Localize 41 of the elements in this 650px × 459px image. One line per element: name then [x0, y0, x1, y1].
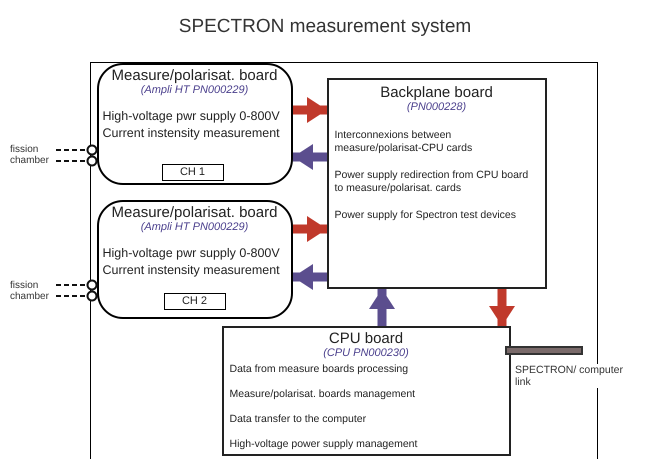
board-title: CPU board [328, 330, 404, 346]
block-arrow [369, 289, 395, 326]
part-number: (Ampli HT PN000229) [140, 220, 250, 232]
connector-line [56, 280, 98, 290]
part-number: (Ampli HT PN000229) [140, 84, 250, 96]
fission-chamber-label: fission chamber [10, 144, 56, 168]
connector-line [56, 144, 98, 156]
block-arrow [293, 97, 327, 123]
part-number: (PN000228) [406, 100, 468, 112]
description-text: High-voltage pwr supply 0-800V [102, 108, 281, 124]
description-text: Power supply for Spectron test devices [334, 208, 518, 222]
channel-label: CH 2 [182, 294, 208, 309]
board-box [326, 78, 546, 288]
description-text: Current instensity measurement [102, 262, 281, 278]
board-box [96, 62, 292, 184]
description-text: Current instensity measurement [102, 124, 281, 142]
diagram-title: SPECTRON measurement system [178, 15, 472, 39]
description-text: High-voltage pwr supply 0-800V [102, 244, 281, 262]
description-text: Measure/polarisat. boards management [230, 388, 416, 400]
description-text: Data from measure boards processing [230, 362, 410, 376]
board-title: Backplane board [379, 84, 494, 100]
channel-label: CH 1 [180, 164, 206, 180]
link-label: SPECTRON/ computer link [515, 364, 625, 388]
description-text: High-voltage power supply management [230, 438, 418, 450]
board-title: Measure/polarisat. board [110, 204, 278, 220]
channel-box [162, 164, 224, 180]
description-text: Power supply redirection from CPU board to measure/polarisat. cards [334, 168, 530, 194]
block-arrow [489, 289, 515, 326]
connector-line [56, 290, 98, 302]
block-arrow [293, 144, 327, 170]
board-title: Measure/polarisat. board [110, 66, 278, 84]
block-arrow [293, 264, 327, 290]
block-arrow [293, 216, 327, 242]
board-box [222, 326, 510, 456]
board-box [96, 200, 292, 318]
description-text: Interconnexions between measure/polarisat-CPU cards [334, 128, 474, 154]
description-text: Data transfer to the computer [230, 412, 368, 426]
fission-chamber-label: fission chamber [10, 280, 56, 304]
channel-box [164, 292, 226, 310]
connector-line [56, 156, 98, 166]
part-number: (CPU PN000230) [322, 346, 410, 358]
